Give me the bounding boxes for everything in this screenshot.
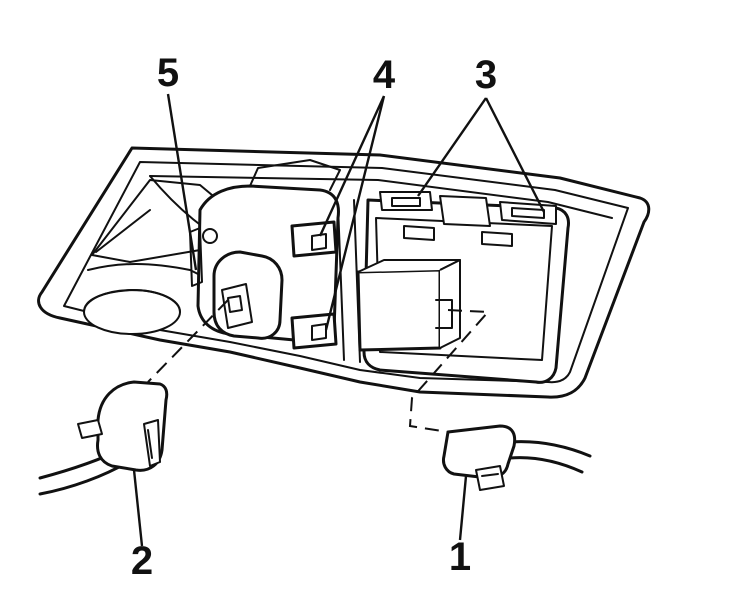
callout-4: 4 [373,53,396,97]
clips [290,220,338,350]
callouts: 5 4 3 2 1 [131,51,497,583]
plug-2 [38,380,169,496]
leader-lines [132,93,546,547]
plug-1 [442,424,592,491]
housing-tray [37,146,651,399]
alignment-lines [147,299,491,433]
callout-1: 1 [449,535,471,579]
divider [337,199,361,363]
right-module [356,191,570,384]
callout-3: 3 [475,53,497,97]
left-recess [83,175,251,335]
callout-2: 2 [131,539,153,583]
callout-5: 5 [157,51,179,95]
relay-socket [356,268,442,352]
